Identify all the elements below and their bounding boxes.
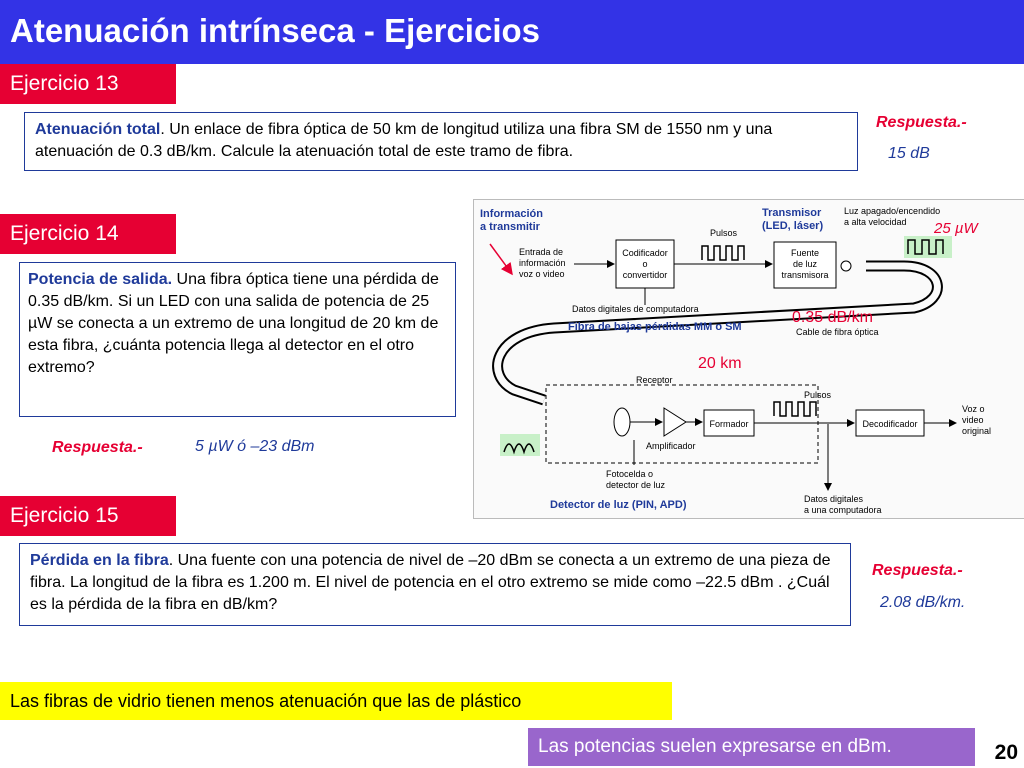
photocell-icon <box>613 407 631 437</box>
exercise-13-answer-label: Respuesta.- <box>876 114 967 131</box>
power-pulse-icon <box>907 239 944 255</box>
exercise-14-answer-label: Respuesta.- <box>52 439 143 456</box>
note-glass-fiber: Las fibras de vidrio tienen menos atenua… <box>0 682 672 720</box>
encoder-box <box>615 239 675 289</box>
exercise-15-box: Pérdida en la fibra. Una fuente con una … <box>19 543 851 626</box>
exercise-15-answer-label: Respuesta.- <box>872 562 963 579</box>
page-title: Atenuación intrínseca - Ejercicios <box>10 12 540 49</box>
received-wave-icon <box>503 443 535 455</box>
attenuation-label: 0.35 dB/km <box>792 309 873 326</box>
amplifier-icon <box>663 407 687 437</box>
power-pulse-bg <box>904 236 952 258</box>
pulses-bottom-icon <box>773 401 817 417</box>
exercise-13-tag: Ejercicio 13 <box>0 64 176 104</box>
page-number: 20 <box>994 741 1018 764</box>
power-label: 25 µW <box>933 220 979 237</box>
led-icon <box>840 260 852 272</box>
exercise-14-box: Potencia de salida. Una fibra óptica tie… <box>19 262 456 417</box>
fiber-loop-inner <box>494 262 941 404</box>
amplifier-label: Amplificador <box>646 441 696 451</box>
exercise-13-lead: Atenuación total <box>35 121 161 138</box>
title-bar <box>0 0 1024 64</box>
receiver-frame <box>545 384 819 464</box>
decoder-label: Decodificador <box>862 419 917 429</box>
source-box <box>773 241 837 289</box>
info-in-arrow <box>489 243 513 276</box>
exercise-13-answer: 15 dB <box>888 145 930 162</box>
decoder-box <box>855 409 925 437</box>
cable-label: Cable de fibra óptica <box>796 327 879 337</box>
exercise-14-text: Una fibra óptica tiene una pérdida de 0.… <box>28 271 439 377</box>
exercise-15-tag: Ejercicio 15 <box>0 496 176 536</box>
pulses-top-icon <box>701 245 745 261</box>
transmitter-label: Transmisor(LED, láser) <box>762 207 823 232</box>
exercise-13-box: Atenuación total. Un enlace de fibra ópt… <box>24 112 858 171</box>
exercise-14-lead: Potencia de salida. <box>28 271 173 288</box>
exercise-15-lead: Pérdida en la fibra <box>30 552 169 569</box>
pulses-bottom-label: Pulsos <box>804 390 832 400</box>
detector-label: Detector de luz (PIN, APD) <box>550 499 687 511</box>
length-label: 20 km <box>698 355 742 372</box>
exercise-15-answer: 2.08 dB/km. <box>880 594 966 611</box>
exercise-14-tag: Ejercicio 14 <box>0 214 176 254</box>
exercise-14-answer: 5 µW ó –23 dBm <box>195 438 315 455</box>
fiber-type-label: Fibra de bajas pérdidas MM o SM <box>568 321 742 333</box>
exercise-15-text: . Una fuente con una potencia de nivel d… <box>30 552 831 614</box>
note-dbm: Las potencias suelen expresarse en dBm. <box>528 728 975 766</box>
pulses-top-label: Pulsos <box>710 228 738 238</box>
exercise-13-text: . Un enlace de fibra óptica de 50 km de … <box>35 121 773 161</box>
receiver-label: Receptor <box>636 375 673 385</box>
digital-top-label: Datos digitales de computadora <box>572 304 699 314</box>
former-label: Formador <box>709 419 748 429</box>
